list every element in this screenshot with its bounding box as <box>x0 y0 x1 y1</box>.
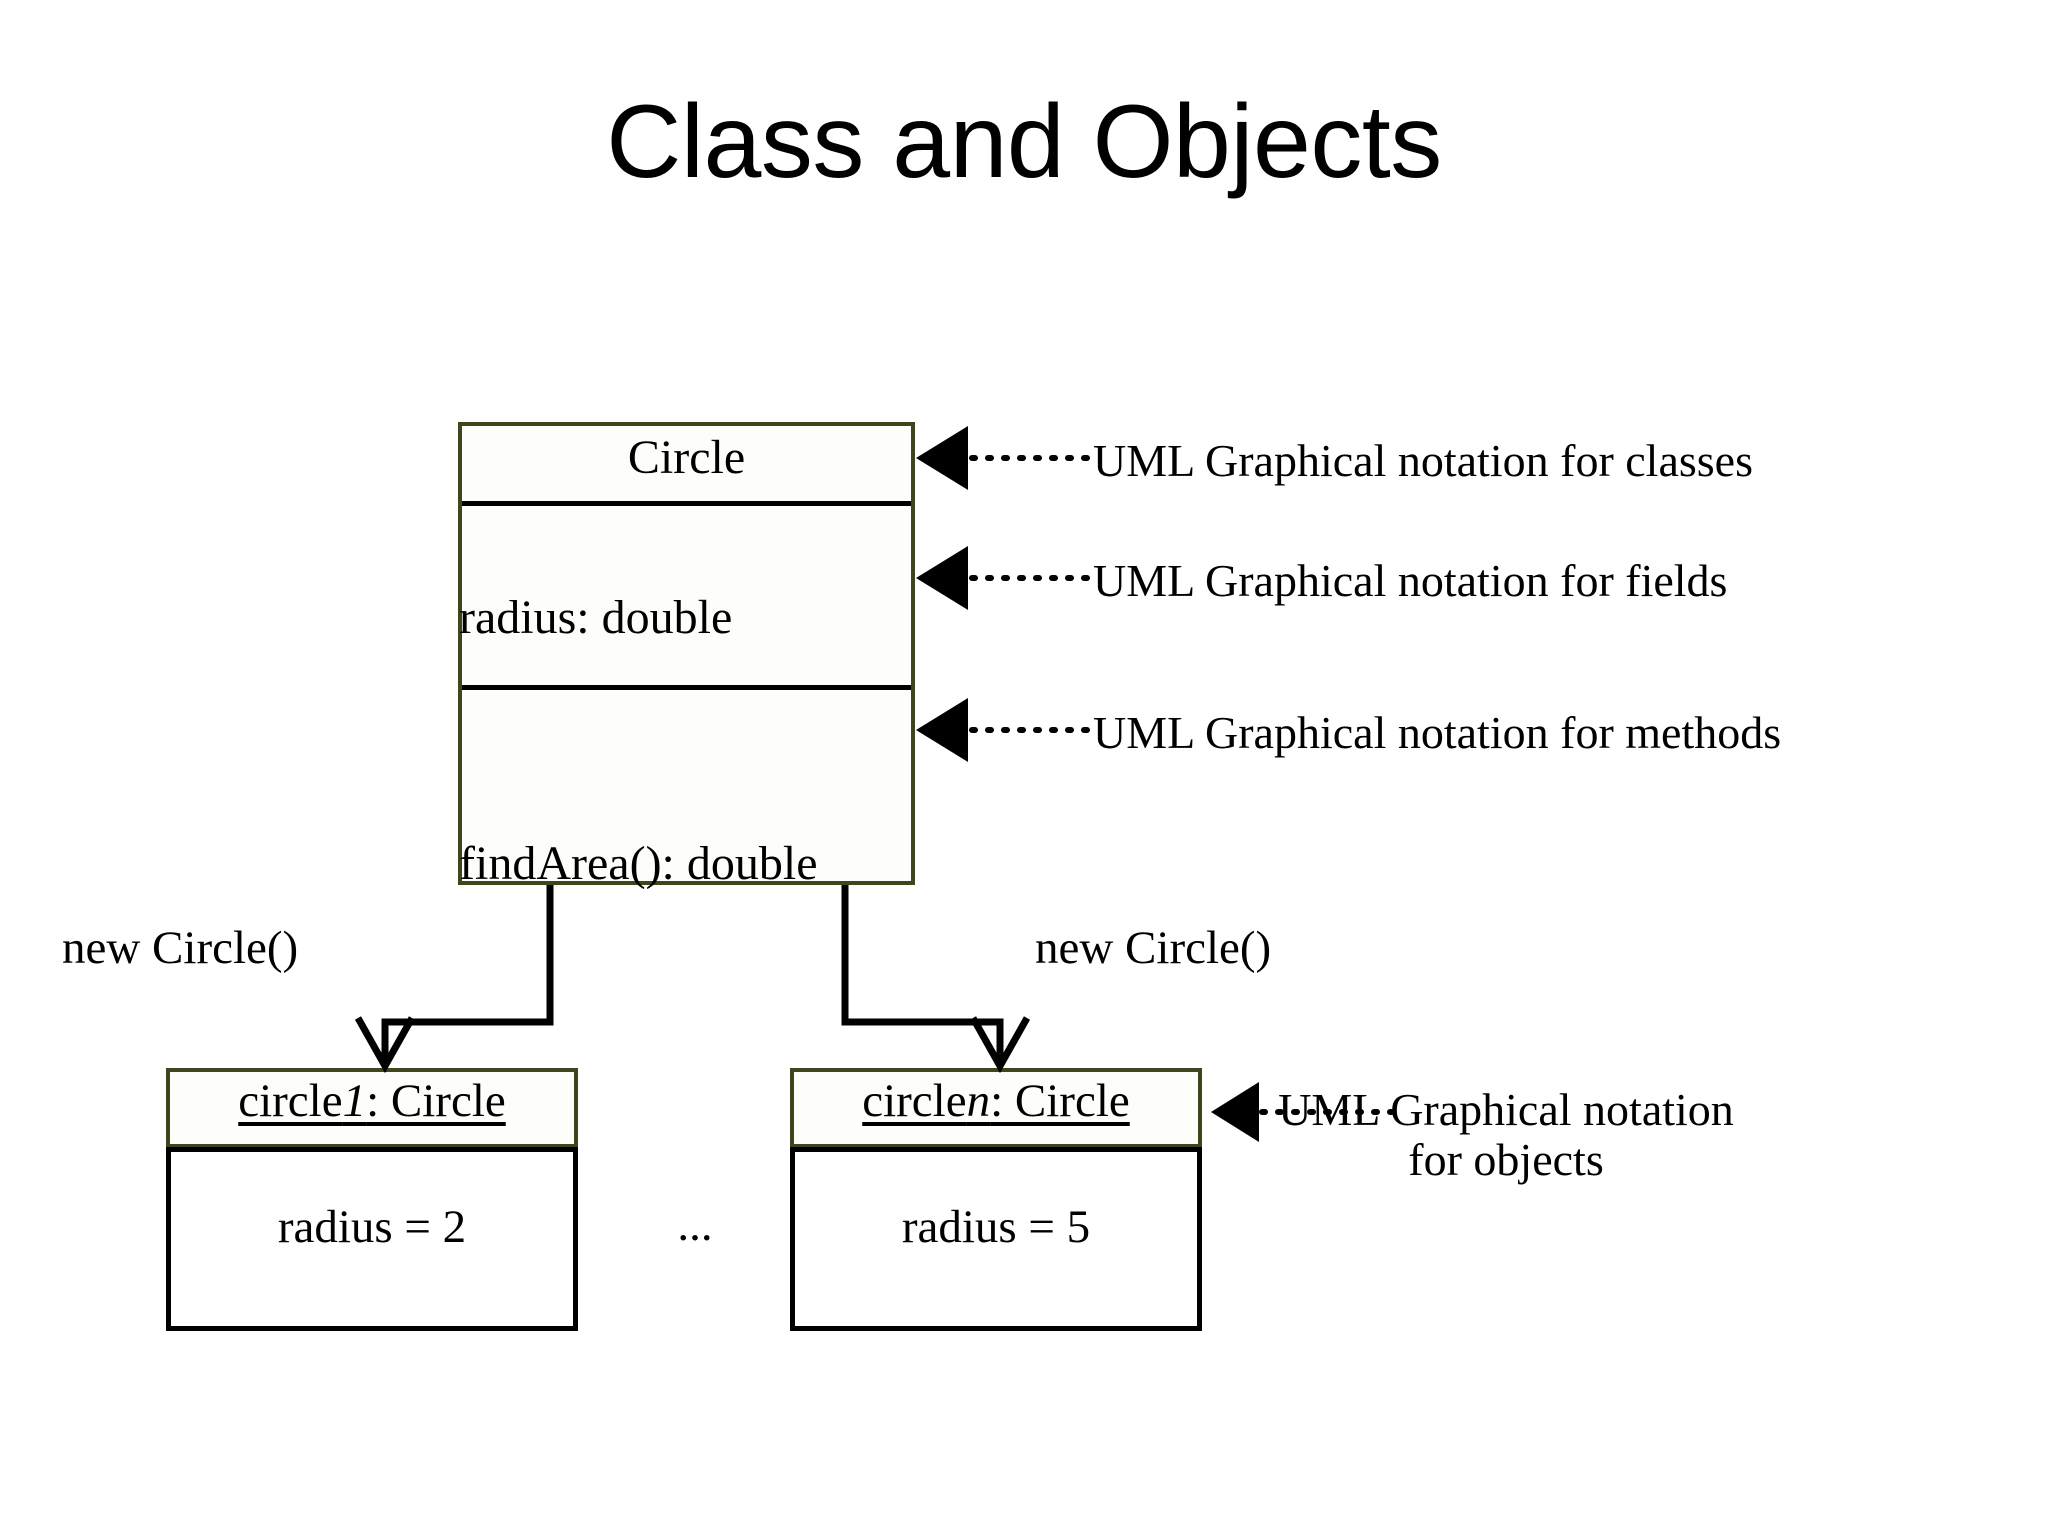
uml-class-box-circle[interactable]: Circle radius: double findArea(): double <box>458 422 915 890</box>
object-instance-name: circle <box>862 1075 967 1127</box>
page-title: Class and Objects <box>606 84 1442 200</box>
callout-objects-line-1: UML Graphical notation <box>1278 1084 1734 1135</box>
object-instance-index: 1 <box>342 1075 367 1127</box>
objects-ellipsis-label: ... <box>677 1199 713 1251</box>
object-class-suffix: : Circle <box>366 1075 506 1127</box>
object-class-suffix: : Circle <box>990 1075 1130 1127</box>
object-name-label: circlen: Circle <box>794 1078 1198 1125</box>
class-methods-compartment: findArea(): double <box>459 690 911 890</box>
callout-leader-fields <box>916 546 1091 610</box>
class-name-compartment: Circle <box>462 426 911 506</box>
object-header-compartment: circlen: Circle <box>790 1068 1202 1148</box>
solid-triangle-arrow-icon <box>916 698 968 762</box>
uml-object-box-circle1[interactable]: circle1: Circle radius = 2 <box>166 1068 578 1331</box>
instantiation-connector-left <box>354 885 554 1074</box>
callout-label-classes: UML Graphical notation for classes <box>1093 435 1753 486</box>
instantiation-connector-right <box>841 885 1031 1074</box>
callout-leader-methods <box>916 698 1091 762</box>
class-fields-compartment: radius: double <box>459 506 911 690</box>
class-field-label: radius: double <box>459 591 733 644</box>
open-arrowhead-icon <box>969 1016 1031 1074</box>
object-header-compartment: circle1: Circle <box>166 1068 578 1148</box>
class-method-label: findArea(): double <box>459 837 818 890</box>
callout-leader-classes <box>916 426 1091 490</box>
solid-triangle-arrow-icon <box>916 426 968 490</box>
object-attributes-compartment: radius = 5 <box>790 1147 1202 1331</box>
object-attributes-compartment: radius = 2 <box>166 1147 578 1331</box>
callout-label-objects: UML Graphical notation for objects <box>1256 1085 1756 1184</box>
callout-label-methods: UML Graphical notation for methods <box>1093 707 1782 758</box>
object-attribute-label: radius = 5 <box>901 1201 1091 1253</box>
class-name-label: Circle <box>627 431 746 484</box>
instantiation-label-left: new Circle() <box>62 922 299 974</box>
solid-triangle-arrow-icon <box>1211 1082 1259 1142</box>
uml-object-box-circlen[interactable]: circlen: Circle radius = 5 <box>790 1068 1202 1331</box>
callout-label-fields: UML Graphical notation for fields <box>1093 555 1728 606</box>
object-instance-index: n <box>966 1075 991 1127</box>
object-name-label: circle1: Circle <box>170 1078 574 1125</box>
open-arrowhead-icon <box>354 1016 416 1074</box>
solid-triangle-arrow-icon <box>916 546 968 610</box>
callout-objects-line-2: for objects <box>1408 1133 1604 1185</box>
object-instance-name: circle <box>238 1075 343 1127</box>
instantiation-label-right: new Circle() <box>1035 922 1272 974</box>
object-attribute-label: radius = 2 <box>277 1201 467 1253</box>
